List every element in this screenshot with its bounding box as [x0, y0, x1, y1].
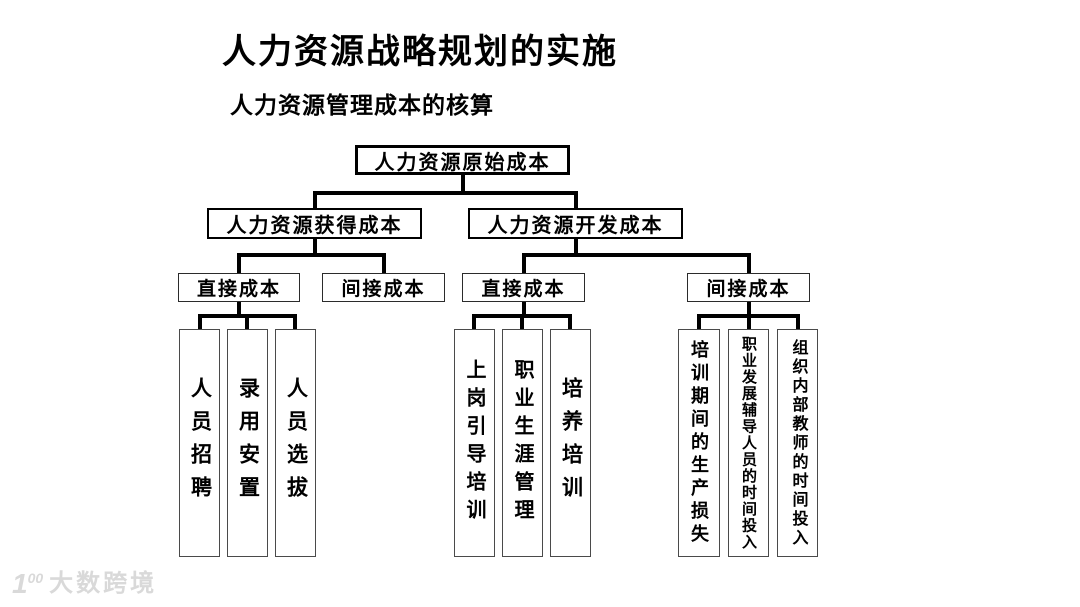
connector-line	[795, 314, 800, 330]
leaf-selection: 人员选拔	[275, 329, 316, 557]
node-development-cost: 人力资源开发成本	[468, 208, 683, 239]
leaf-career-management: 职业生涯管理	[502, 329, 543, 557]
connector-line	[472, 314, 476, 330]
node-development-indirect: 间接成本	[687, 273, 810, 302]
connector-line	[746, 301, 751, 318]
leaf-development-training: 培养培训	[550, 329, 591, 557]
node-acquisition-direct: 直接成本	[178, 273, 300, 302]
connector-line	[746, 253, 751, 274]
connector-line	[237, 253, 386, 257]
connector-line	[460, 175, 465, 195]
connector-line	[573, 191, 578, 210]
node-acquisition-cost: 人力资源获得成本	[207, 208, 422, 239]
node-original-cost: 人力资源原始成本	[355, 145, 570, 175]
leaf-production-loss: 培训期间的生产损失	[678, 329, 720, 557]
connector-line	[312, 191, 578, 195]
leaf-coach-time: 职业发展辅导人员的时间投入	[728, 329, 769, 557]
leaf-orientation-training: 上岗引导培训	[454, 329, 495, 557]
connector-line	[697, 314, 701, 330]
leaf-hiring-placement: 录用安置	[227, 329, 268, 557]
connector-line	[381, 253, 386, 274]
page-subtitle: 人力资源管理成本的核算	[230, 92, 494, 118]
connector-line	[245, 314, 249, 330]
page-title: 人力资源战略规划的实施	[222, 33, 618, 71]
watermark-brand-text: 大数跨境	[49, 570, 158, 597]
node-development-direct: 直接成本	[462, 273, 585, 302]
leaf-recruitment: 人员招聘	[179, 329, 220, 557]
connector-line	[521, 253, 526, 274]
connector-line	[568, 314, 572, 330]
connector-line	[746, 314, 751, 330]
leaf-internal-teacher-time: 组织内部教师的时间投入	[777, 329, 818, 557]
node-acquisition-indirect: 间接成本	[322, 273, 445, 302]
connector-line	[293, 314, 297, 330]
connector-line	[237, 253, 241, 274]
connector-line	[521, 301, 526, 318]
brand-logo-icon: 100	[12, 568, 44, 599]
connector-line	[521, 253, 751, 257]
connector-line	[237, 301, 241, 318]
connector-line	[573, 238, 578, 257]
connector-line	[197, 314, 202, 330]
watermark: 100 大数跨境	[12, 563, 157, 598]
connector-line	[520, 314, 524, 330]
connector-line	[312, 191, 317, 210]
connector-line	[312, 238, 317, 257]
